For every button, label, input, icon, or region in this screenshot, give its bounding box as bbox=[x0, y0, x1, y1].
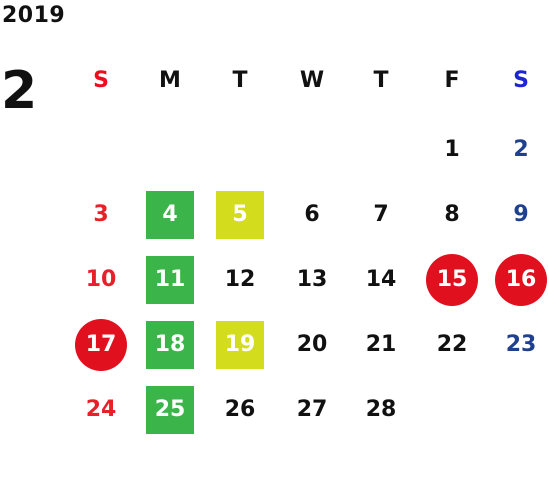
weekday-header-wednesday: W bbox=[299, 68, 325, 93]
day-number: 20 bbox=[296, 332, 328, 357]
red-circle-marker bbox=[495, 254, 547, 306]
weekday-header-friday: F bbox=[444, 68, 460, 93]
calendar-day[interactable]: 24 bbox=[75, 384, 127, 436]
day-number: 26 bbox=[224, 397, 256, 422]
calendar-day[interactable]: 6 bbox=[286, 189, 338, 241]
calendar-day[interactable]: 8 bbox=[426, 189, 478, 241]
calendar-day[interactable]: 20 bbox=[286, 319, 338, 371]
calendar-day[interactable]: 16 bbox=[495, 254, 547, 306]
yellow-square-marker bbox=[216, 321, 264, 369]
day-number: 2 bbox=[513, 137, 529, 162]
day-number: 28 bbox=[365, 397, 397, 422]
calendar-day[interactable]: 25 bbox=[144, 384, 196, 436]
year-label: 2019 bbox=[2, 3, 66, 28]
calendar-day[interactable]: 4 bbox=[144, 189, 196, 241]
calendar-day[interactable]: 3 bbox=[75, 189, 127, 241]
calendar-day[interactable]: 21 bbox=[355, 319, 407, 371]
green-square-marker bbox=[146, 386, 194, 434]
weekday-header-thursday: T bbox=[373, 68, 389, 93]
day-number: 11 bbox=[154, 267, 186, 292]
day-number: 25 bbox=[154, 397, 186, 422]
calendar-day[interactable]: 23 bbox=[495, 319, 547, 371]
calendar-day[interactable]: 11 bbox=[144, 254, 196, 306]
yellow-square-marker bbox=[216, 191, 264, 239]
day-number: 9 bbox=[513, 202, 529, 227]
green-square-marker bbox=[146, 191, 194, 239]
calendar-day[interactable]: 9 bbox=[495, 189, 547, 241]
weekday-header-sunday: S bbox=[93, 68, 109, 93]
calendar-day[interactable]: 22 bbox=[426, 319, 478, 371]
calendar-day[interactable]: 18 bbox=[144, 319, 196, 371]
day-number: 8 bbox=[444, 202, 460, 227]
day-number: 16 bbox=[505, 267, 537, 292]
day-number: 19 bbox=[224, 332, 256, 357]
calendar-day[interactable]: 26 bbox=[214, 384, 266, 436]
calendar-day[interactable]: 17 bbox=[75, 319, 127, 371]
weekday-header-saturday: S bbox=[513, 68, 529, 93]
calendar-day[interactable]: 10 bbox=[75, 254, 127, 306]
calendar-day[interactable]: 2 bbox=[495, 124, 547, 176]
day-number: 3 bbox=[93, 202, 109, 227]
day-number: 14 bbox=[365, 267, 397, 292]
month-number: 2 bbox=[1, 61, 38, 121]
day-number: 5 bbox=[232, 202, 248, 227]
day-number: 6 bbox=[304, 202, 320, 227]
calendar-day[interactable]: 14 bbox=[355, 254, 407, 306]
red-circle-marker bbox=[426, 254, 478, 306]
day-number: 23 bbox=[505, 332, 537, 357]
day-number: 4 bbox=[162, 202, 178, 227]
day-number: 24 bbox=[85, 397, 117, 422]
calendar-day[interactable]: 1 bbox=[426, 124, 478, 176]
weekday-header-tuesday: T bbox=[232, 68, 248, 93]
day-number: 18 bbox=[154, 332, 186, 357]
calendar-day[interactable]: 27 bbox=[286, 384, 338, 436]
calendar-day[interactable]: 7 bbox=[355, 189, 407, 241]
calendar-day[interactable]: 5 bbox=[214, 189, 266, 241]
day-number: 17 bbox=[85, 332, 117, 357]
day-number: 10 bbox=[85, 267, 117, 292]
calendar-day[interactable]: 13 bbox=[286, 254, 338, 306]
day-number: 21 bbox=[365, 332, 397, 357]
day-number: 12 bbox=[224, 267, 256, 292]
day-number: 27 bbox=[296, 397, 328, 422]
day-number: 13 bbox=[296, 267, 328, 292]
calendar-day[interactable]: 28 bbox=[355, 384, 407, 436]
green-square-marker bbox=[146, 321, 194, 369]
red-circle-marker bbox=[75, 319, 127, 371]
calendar-day[interactable]: 19 bbox=[214, 319, 266, 371]
day-number: 22 bbox=[436, 332, 468, 357]
weekday-header-monday: M bbox=[159, 68, 181, 93]
calendar-day[interactable]: 12 bbox=[214, 254, 266, 306]
calendar-day[interactable]: 15 bbox=[426, 254, 478, 306]
day-number: 1 bbox=[444, 137, 460, 162]
green-square-marker bbox=[146, 256, 194, 304]
day-number: 7 bbox=[373, 202, 389, 227]
day-number: 15 bbox=[436, 267, 468, 292]
